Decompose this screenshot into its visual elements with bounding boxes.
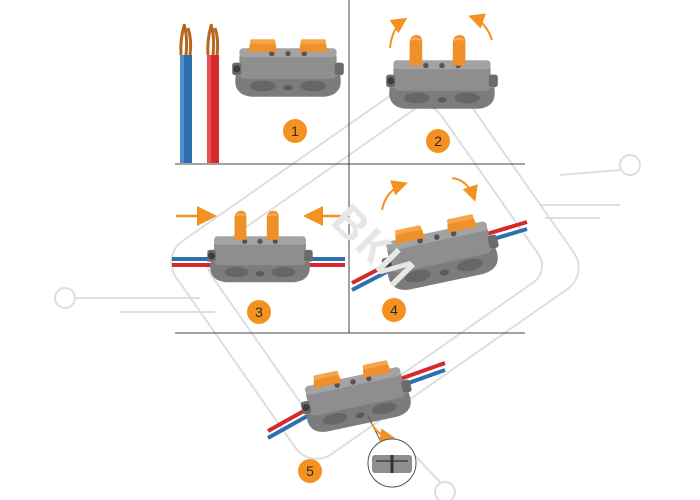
- panel-1-illustration: [179, 23, 344, 163]
- panel-5-illustration: [267, 359, 446, 488]
- watermark-frame: [54, 70, 641, 500]
- panel-dividers: [175, 0, 525, 334]
- panel-2-illustration: [386, 13, 498, 109]
- step-5-badge: 5: [298, 459, 322, 483]
- step-3-badge: 3: [247, 300, 271, 324]
- panel-4-illustration: [351, 177, 528, 294]
- step-4-badge: 4: [382, 298, 406, 322]
- step-1-badge: 1: [283, 119, 307, 143]
- step-2-badge: 2: [426, 129, 450, 153]
- panel-3-illustration: [172, 206, 345, 283]
